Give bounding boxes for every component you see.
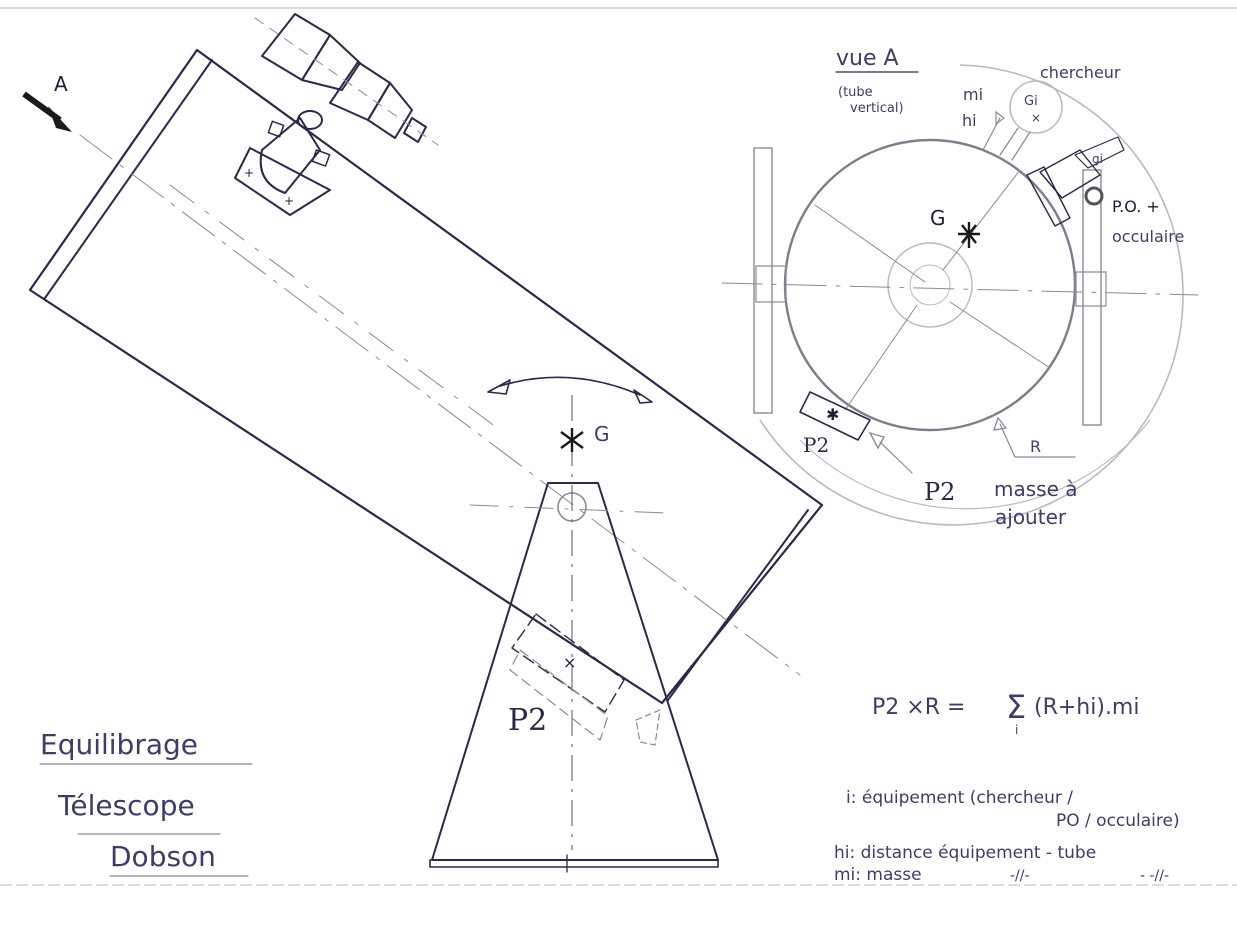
eyepiece-icon [1084,186,1104,206]
pivot-bearing-left [755,265,787,303]
callout-line-1: masse à [994,477,1078,501]
pivot-axis [469,504,666,514]
focuser-knob-right [311,149,331,167]
cg-label: G [594,422,610,446]
arrow-head-icon [48,106,72,132]
main-center-of-gravity: G [560,422,610,452]
focuser-base [234,147,331,216]
focuser-label-2: occulaire [1112,227,1184,246]
counterweight-plate [509,649,609,741]
radius-leader [999,423,1016,458]
finder-scope [254,13,439,146]
height-label: hi [962,111,977,130]
spider-vane [949,301,1051,369]
finder-cg-label: Gi [1024,94,1038,109]
side-view-subtitle-1: (tube [838,85,873,100]
tube-cross-section [783,138,1077,432]
rotation-arc [499,376,641,396]
legend: i: équipement (chercheur / PO / occulair… [834,788,1180,885]
rotation-arrow [487,376,653,404]
view-arrow-label: A [54,72,68,96]
callout-symbol: P2 [924,478,955,506]
mirror-hub-outer [887,242,973,328]
focuser-side-base [1026,166,1071,227]
title-line-1: Equilibrage [40,728,198,761]
focuser-side-tube [1074,136,1125,169]
counterweight-center-mark: × [563,653,576,672]
formula-sigma: Σ [1006,688,1026,726]
side-counterweight [799,391,871,441]
title-line-2: Télescope [57,789,195,822]
counterweight-label: P2 [508,703,547,738]
rocker-side-board-left [753,147,773,414]
finder-label: chercheur [1040,63,1121,82]
spider-vane [814,204,926,283]
focuser-side-body [1039,149,1101,199]
callout-arrow-icon [868,431,886,450]
finder-body [301,34,361,91]
radius-label: R [1030,437,1041,456]
eyepiece-top [297,110,323,130]
rocker-box [429,395,719,873]
finder-eyepiece-block [261,13,331,81]
title-line-3: Dobson [110,840,216,873]
finder-tube-end [367,82,413,139]
finder-circle [1009,80,1063,134]
tube-aperture-ring [44,59,213,299]
legend-hi: hi: distance équipement - tube [834,843,1096,863]
tube-axis-secondary [169,184,501,431]
legend-ditto-2: - -//- [1140,868,1169,884]
tube-mirror-ring [667,509,809,701]
mirror-hub-inner [909,264,951,306]
formula-lhs: P2 ×R = [872,695,965,720]
finder-cg-mark: × [1031,111,1041,125]
focuser-screw-mark: + [244,166,254,180]
finder-cap [403,117,427,143]
arrow-right-head-icon [633,389,653,404]
side-view-a: vue A (tube vertical) G Gi × [721,46,1199,529]
rocker-outer-circle [759,64,1184,526]
focuser-label-1: P.O. + [1112,197,1160,216]
pivot-bearing-right [1075,271,1107,307]
formula-rhs: (R+hi).mi [1034,695,1139,720]
side-counterweight-label: P2 [803,433,829,457]
view-arrow-a: A [22,72,72,132]
balance-formula: P2 ×R = Σ i (R+hi).mi [872,688,1139,737]
formula-sigma-index: i [1015,723,1018,737]
optical-axis [79,134,801,676]
rocker-side-board-right [1082,169,1102,426]
p2-radial-line [844,304,918,411]
side-cg-label: G [930,206,946,230]
callout-line-2: ajouter [995,505,1067,529]
legend-i-line-1: i: équipement (chercheur / [846,788,1073,808]
side-view-title: vue A [836,46,899,71]
legend-ditto-1: -//- [1010,868,1030,884]
finder-axis [254,17,439,146]
callout-leader [879,441,913,474]
side-view-subtitle-2: vertical) [850,101,904,116]
dimension-arrow-icon [995,110,1005,126]
title-block: Equilibrage Télescope Dobson [39,728,253,877]
cg-radial-line [942,169,1021,271]
legend-i-line-2: PO / occulaire) [1056,811,1180,831]
focuser-screw-mark: + [284,194,294,208]
side-horizontal-axis [721,282,1199,296]
mass-label: mi [963,85,983,104]
legend-mi: mi: masse [834,865,922,885]
tube-outline [28,48,824,705]
focuser-knob-left [267,120,285,138]
finder-bracket [999,127,1019,156]
rocker-base-plate [429,859,719,868]
counterweight-outline [511,613,625,713]
focuser-cg-label: gi [1092,152,1103,166]
counterweight-main: × P2 [508,613,661,746]
focuser: + + [234,110,331,216]
side-counterweight-mark: ✱ [826,405,839,424]
arrow-left-head-icon [487,379,511,395]
telescope-tube [28,48,824,705]
radius-arrow-icon [993,416,1008,431]
